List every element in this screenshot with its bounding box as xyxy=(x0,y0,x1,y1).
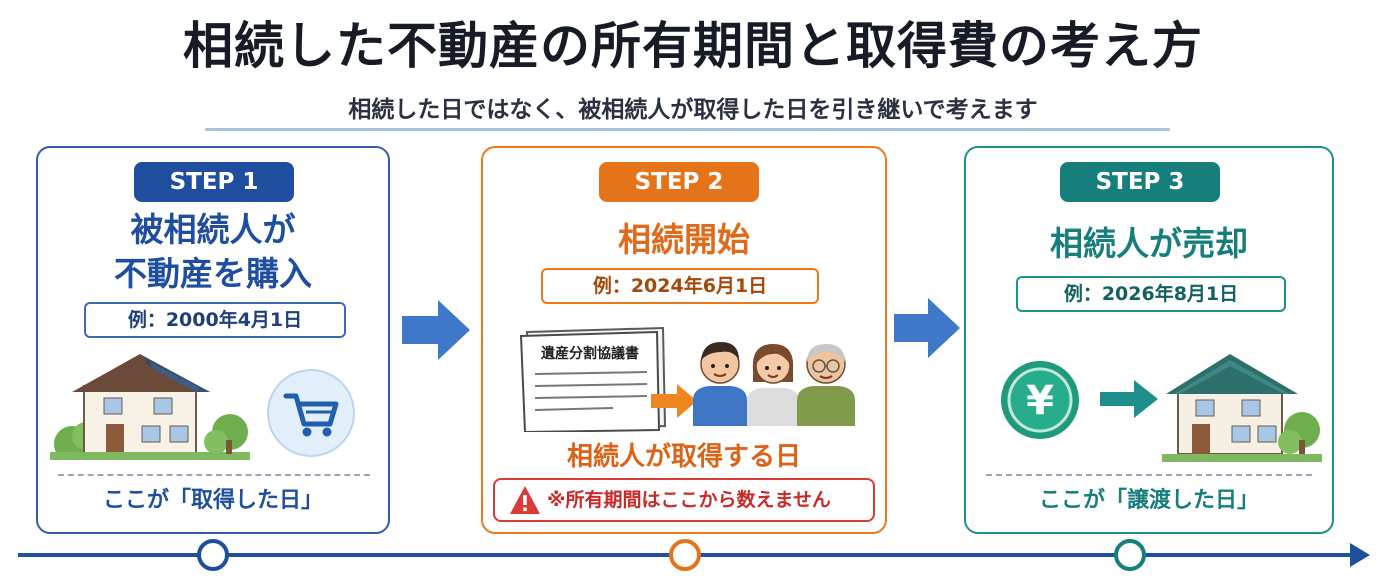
step-1-card: STEP 1 被相続人が 不動産を購入 例：2000年4月1日 ここが「取得した… xyxy=(36,146,390,534)
step-3-bottom-label: ここが「譲渡した日」 xyxy=(1038,488,1259,513)
arrow-right-icon xyxy=(651,384,697,418)
step-1-example: 例：2000年4月1日 xyxy=(84,302,346,338)
page-subtitle: 相続した日ではなく、被相続人が取得した日を引き継いで考えます xyxy=(348,97,1038,123)
warning-icon xyxy=(510,486,540,514)
subtitle-underline xyxy=(205,128,1170,131)
step-2-warning: ※所有期間はここから数えません xyxy=(493,478,875,522)
step-1-heading-line1: 被相続人が xyxy=(130,210,296,249)
arrow-right-icon xyxy=(894,298,960,358)
arrow-right-icon xyxy=(1100,380,1158,418)
page-title: 相続した不動産の所有期間と取得費の考え方 xyxy=(183,17,1203,75)
yen-coin-icon: ¥ xyxy=(1001,361,1079,439)
step-3-card: STEP 3 相続人が売却 例：2026年8月1日 ¥ ここが「譲渡した日」 xyxy=(964,146,1334,534)
timeline-node-step-1 xyxy=(197,539,229,571)
shopping-cart-icon xyxy=(267,369,355,457)
step-2-example: 例：2024年6月1日 xyxy=(541,268,819,304)
document-icon: 遺産分割協議書 xyxy=(519,326,667,432)
timeline-node-step-2 xyxy=(669,539,701,571)
step-3-heading: 相続人が売却 xyxy=(1050,224,1248,263)
step-3-divider xyxy=(986,474,1312,476)
step-1-badge: STEP 1 xyxy=(134,162,294,202)
arrow-right-icon xyxy=(402,300,470,360)
step-3-badge: STEP 3 xyxy=(1060,162,1220,202)
step-1-bottom-label: ここが「取得した日」 xyxy=(102,488,323,513)
house-icon xyxy=(50,354,250,460)
step-1-heading-line2: 不動産を購入 xyxy=(114,254,312,293)
house-icon xyxy=(1162,354,1322,462)
step-1-divider xyxy=(58,474,370,476)
step-2-card: STEP 2 相続開始 例：2024年6月1日 遺産分割協議書 xyxy=(481,146,887,534)
document-title: 遺産分割協議書 xyxy=(541,345,639,362)
timeline-arrowhead-icon xyxy=(1350,543,1370,567)
warning-text: ※所有期間はここから数えません xyxy=(547,489,831,511)
step-1-heading: 被相続人が 不動産を購入 xyxy=(38,208,388,296)
step-2-subheading: 相続人が取得する日 xyxy=(566,442,801,472)
step-3-example: 例：2026年8月1日 xyxy=(1016,276,1286,312)
family-icon xyxy=(693,342,855,426)
svg-text:¥: ¥ xyxy=(1026,378,1054,424)
step-2-badge: STEP 2 xyxy=(599,162,759,202)
timeline-node-step-3 xyxy=(1114,539,1146,571)
step-2-heading: 相続開始 xyxy=(618,220,750,259)
